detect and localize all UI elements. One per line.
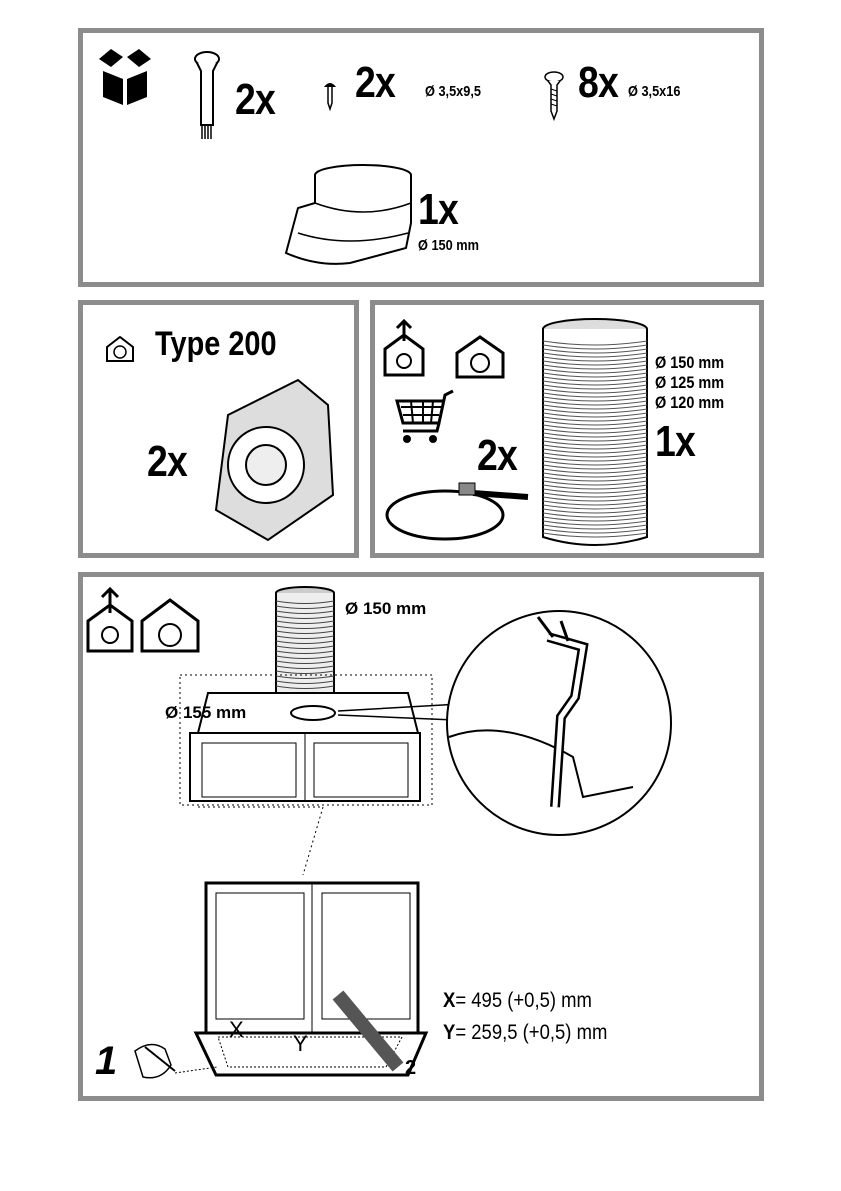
installation-panel: Ø 150 mm Ø 155 mm X Y 1 2 X= 495 (+0,5) bbox=[78, 572, 764, 1101]
hose-clamp-icon bbox=[385, 482, 529, 541]
small-screw-qty: 2x bbox=[355, 58, 396, 107]
wood-screw-spec: Ø 3,5x16 bbox=[628, 83, 681, 100]
cabinet-top-detail bbox=[179, 674, 479, 806]
cutout-diameter-label: Ø 155 mm bbox=[165, 703, 247, 722]
open-box-icon bbox=[99, 49, 151, 105]
hand-pencil-icon bbox=[134, 1043, 218, 1079]
x-dimension: X= 495 (+0,5) mm bbox=[443, 989, 592, 1013]
carbon-filter-panel: Type 200 2x bbox=[78, 300, 359, 558]
y-dimension-value: = 259,5 (+0,5) mm bbox=[455, 1021, 608, 1044]
small-screw-icon bbox=[324, 83, 336, 112]
x-dimension-label: X bbox=[443, 989, 456, 1012]
duct-adapter-spec: Ø 150 mm bbox=[418, 237, 479, 254]
anchor-screw-icon bbox=[194, 51, 220, 139]
flexible-duct-icon bbox=[542, 318, 648, 546]
carbon-filter-icon bbox=[214, 378, 335, 542]
shopping-cart-icon bbox=[395, 389, 454, 443]
step-2-label: 2 bbox=[405, 1057, 417, 1079]
duct-diameter-3: Ø 120 mm bbox=[655, 393, 725, 412]
extraction-mode-icon bbox=[383, 318, 425, 377]
step-1-label: 1 bbox=[95, 1039, 118, 1083]
duct-adapter-qty: 1x bbox=[418, 185, 459, 234]
recirculation-mode-icon bbox=[455, 335, 505, 379]
wood-screw-qty: 8x bbox=[578, 58, 619, 107]
duct-icon bbox=[275, 586, 335, 694]
y-dimension-label: Y bbox=[443, 1021, 456, 1044]
cut-mark-x: X bbox=[229, 1017, 244, 1042]
duct-adapter-icon bbox=[284, 164, 412, 265]
kit-contents-panel: 2x 2x Ø 3,5x9,5 8x Ø 3,5x16 1x Ø 150 mm bbox=[78, 28, 764, 287]
filter-qty: 2x bbox=[147, 437, 188, 486]
small-screw-spec: Ø 3,5x9,5 bbox=[425, 83, 482, 100]
power-plug-detail bbox=[446, 610, 672, 836]
duct-diameter-1: Ø 150 mm bbox=[655, 353, 725, 372]
clamp-qty: 2x bbox=[477, 431, 518, 480]
extraction-mode-icon bbox=[86, 586, 134, 653]
cut-mark-y: Y bbox=[293, 1031, 308, 1056]
wood-screw-icon bbox=[544, 71, 564, 122]
duct-diameter-label: Ø 150 mm bbox=[345, 599, 427, 618]
recirculation-mode-icon bbox=[140, 598, 200, 653]
x-dimension-value: = 495 (+0,5) mm bbox=[455, 989, 592, 1012]
duct-qty: 1x bbox=[655, 417, 696, 466]
recirculation-mode-icon bbox=[106, 335, 134, 362]
filter-type-label: Type 200 bbox=[155, 325, 277, 363]
duct-diameter-2: Ø 125 mm bbox=[655, 373, 725, 392]
cabinet-bottom bbox=[193, 806, 429, 1077]
y-dimension: Y= 259,5 (+0,5) mm bbox=[443, 1021, 607, 1045]
ducting-panel: 2x Ø 150 mm Ø 125 mm Ø 120 mm 1x bbox=[370, 300, 764, 558]
anchor-screw-qty: 2x bbox=[235, 75, 276, 124]
